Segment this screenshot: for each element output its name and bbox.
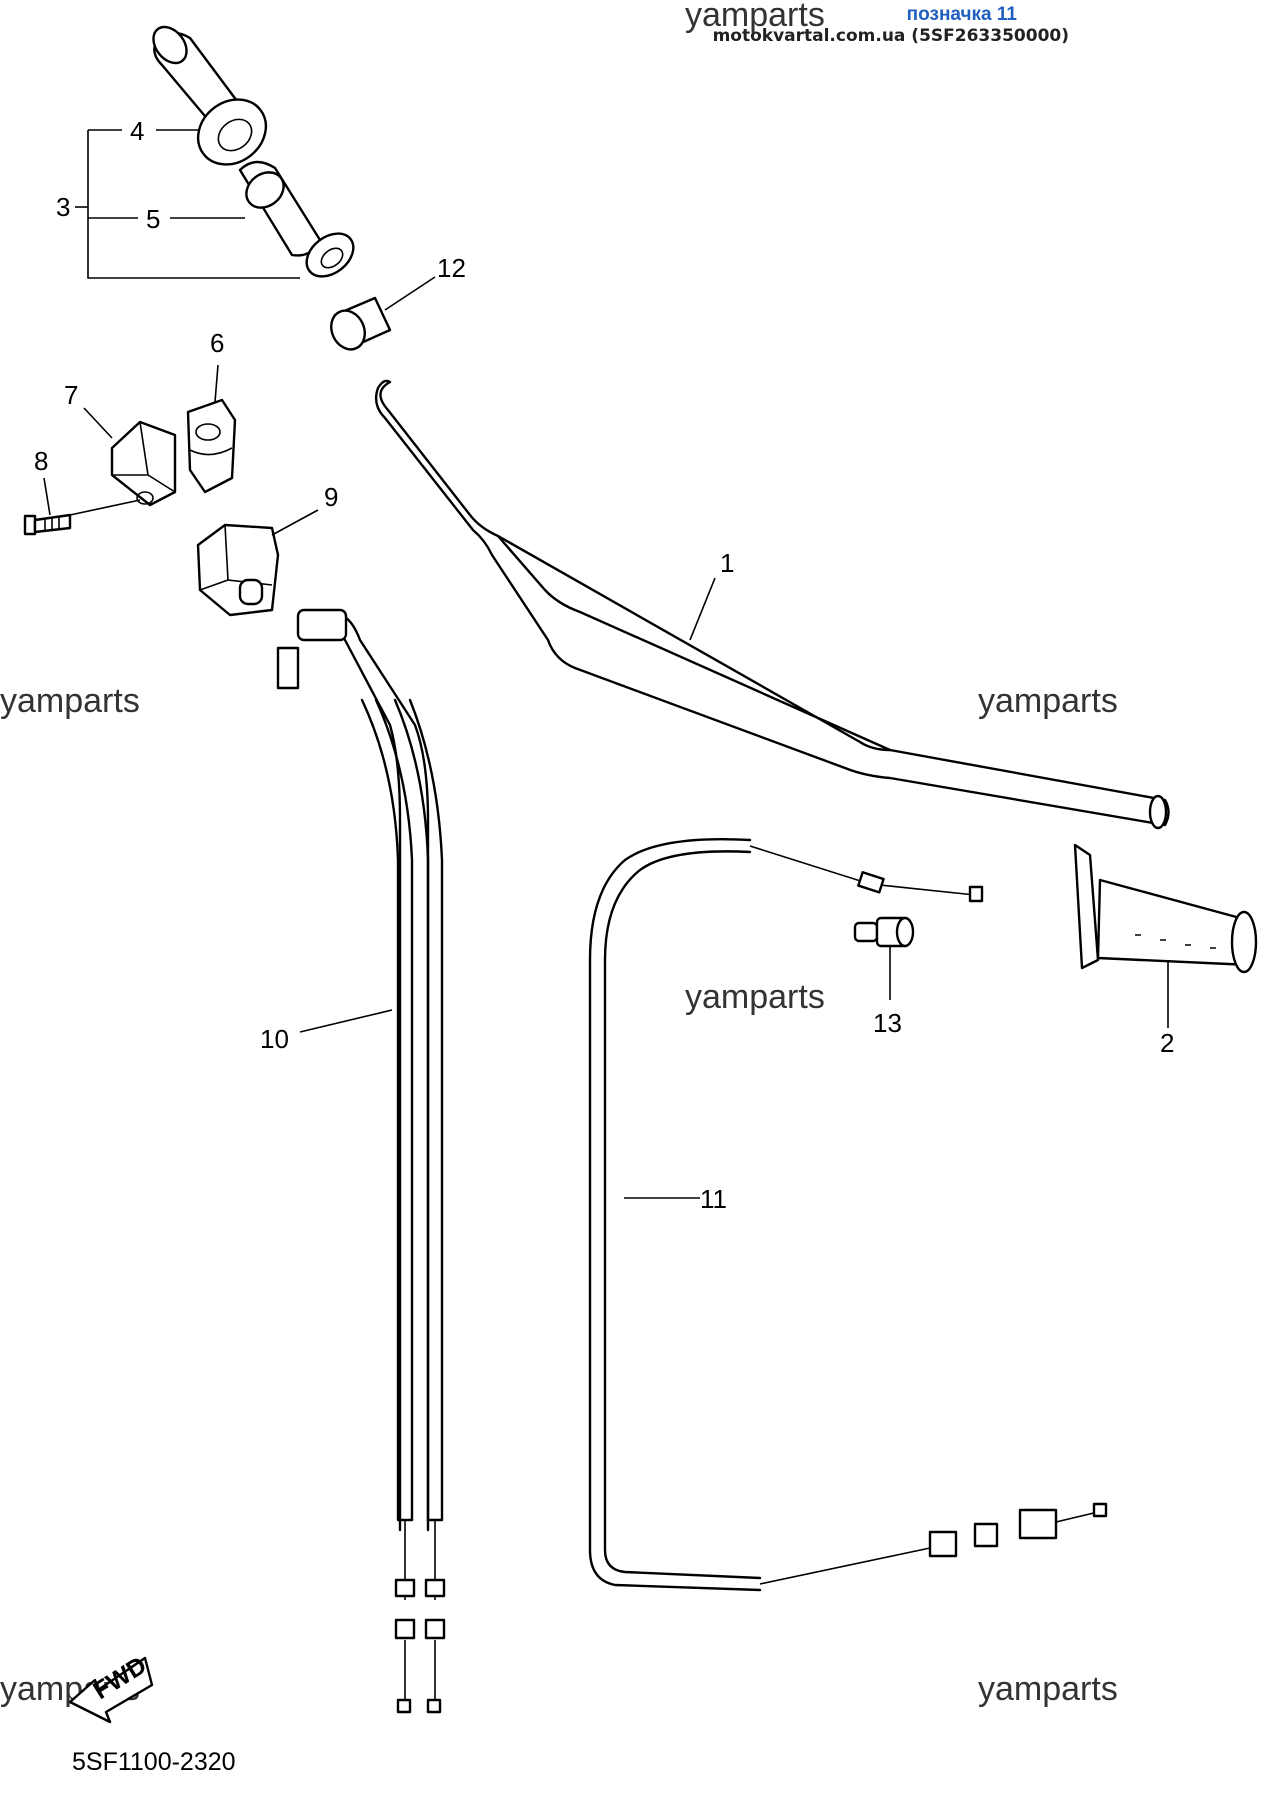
cable-guide-part-9: [196, 523, 280, 617]
watermark: yamparts: [685, 0, 825, 34]
callout-3: 3: [56, 192, 70, 222]
callout-5: 5: [146, 204, 160, 234]
watermark: yamparts: [0, 682, 140, 720]
callout-10: 10: [260, 1024, 289, 1054]
callout-4: 4: [130, 116, 144, 146]
screw-part-8: [23, 513, 72, 536]
callout-7: 7: [64, 380, 78, 410]
adjuster-part-13: [853, 916, 915, 948]
throttle-cable-part-10: [276, 608, 446, 1714]
header-source: motokvartal.com.ua (5SF263350000): [712, 26, 1069, 46]
holder-part-6: [186, 398, 237, 494]
callout-11: 11: [700, 1184, 727, 1214]
watermark: yamparts: [685, 978, 825, 1016]
callout-1: 1: [720, 548, 734, 578]
callout-numbers: 1 2 3 4 5 6 7 8 9 10 11 12 13: [34, 116, 1174, 1214]
handlebar-part-1: [374, 379, 1170, 830]
watermark: yamparts: [978, 1670, 1118, 1708]
callout-9: 9: [324, 482, 338, 512]
diagram-code: 5SF1100-2320: [72, 1748, 236, 1776]
header-label: позначка 11: [906, 4, 1017, 25]
callout-8: 8: [34, 446, 48, 476]
throttle-grip-assembly: [152, 25, 355, 278]
callout-12: 12: [437, 253, 466, 283]
callout-13: 13: [873, 1008, 902, 1038]
collar-part-12: [330, 296, 392, 351]
holder-part-7: [110, 420, 177, 507]
clutch-cable-part-11: [588, 837, 1108, 1592]
grip-part-2: [1073, 843, 1258, 974]
watermark: yamparts: [978, 682, 1118, 720]
callout-2: 2: [1160, 1028, 1174, 1058]
callout-6: 6: [210, 328, 224, 358]
leader-lines: [43, 129, 1169, 1199]
